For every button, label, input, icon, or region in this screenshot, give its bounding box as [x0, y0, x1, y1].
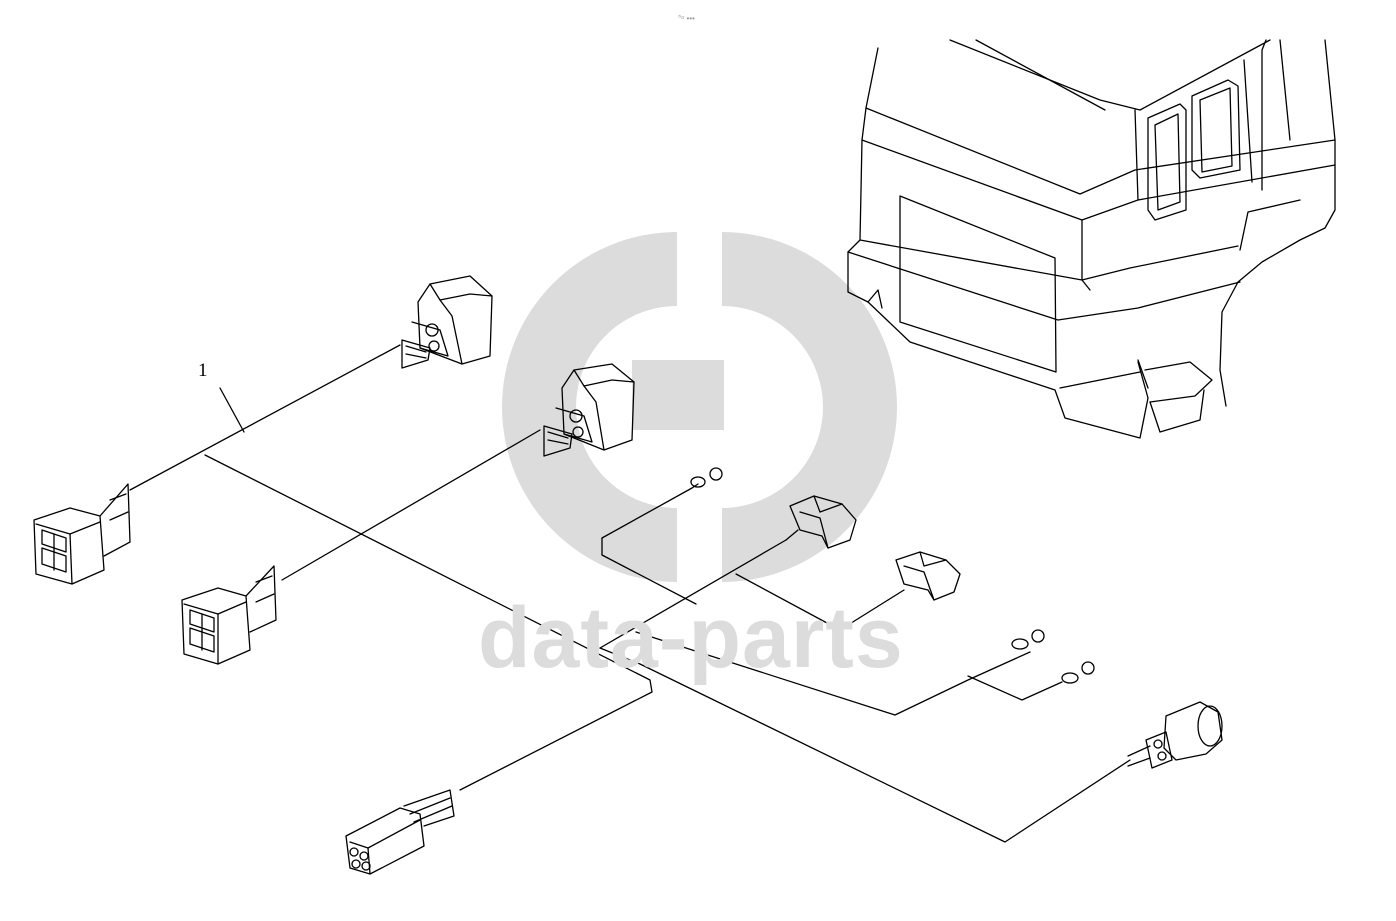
connector-9pin-left: [33, 483, 131, 585]
ring-terminal-right-2: [1061, 661, 1095, 684]
truck-cab: [847, 39, 1336, 439]
watermark-logo: [502, 232, 897, 582]
connector-6pin-bottom: [345, 789, 455, 875]
connector-2pin-middle: [887, 551, 961, 601]
ring-terminal-right-1: [1011, 629, 1045, 650]
callout-label-1: 1: [198, 360, 208, 381]
round-connector-right: [1127, 701, 1223, 769]
relay-socket-lower: [543, 363, 635, 457]
top-mark: °ᵒ •••: [678, 14, 695, 23]
harness-wires: [129, 344, 1131, 843]
ring-terminal-upper: [690, 467, 723, 489]
connector-9pin-middle: [181, 565, 277, 665]
relay-socket-upper: [401, 275, 493, 369]
connector-2pin-upper: [785, 495, 857, 549]
